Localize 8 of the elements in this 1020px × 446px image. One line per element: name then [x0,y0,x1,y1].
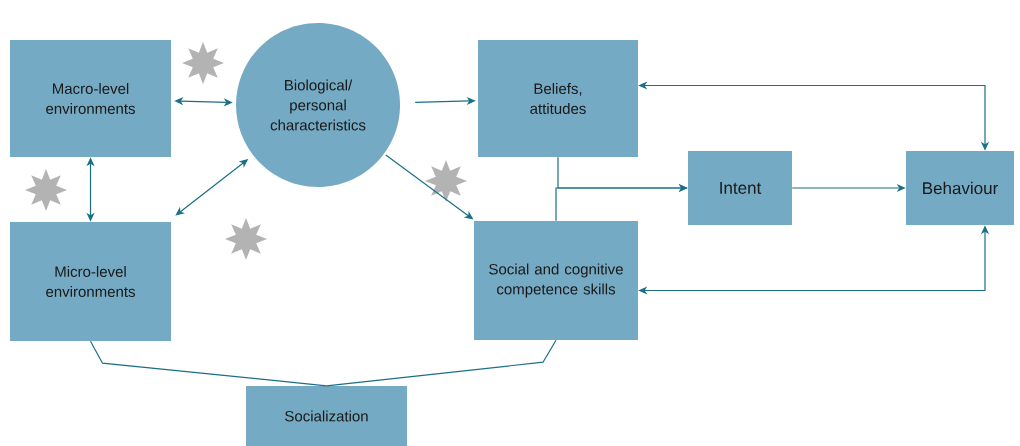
process-box: Behaviour [906,151,1014,225]
circle-node: Biological/ personal characteristics [236,23,400,187]
process-box: Socialization [246,386,407,446]
process-box: Micro-level environments [10,222,171,341]
process-box: Beliefs, attitudes [478,40,638,157]
process-box: Social and cognitive competence skills [474,221,638,340]
process-box: Intent [688,151,792,225]
process-box: Macro-level environments [10,40,171,157]
